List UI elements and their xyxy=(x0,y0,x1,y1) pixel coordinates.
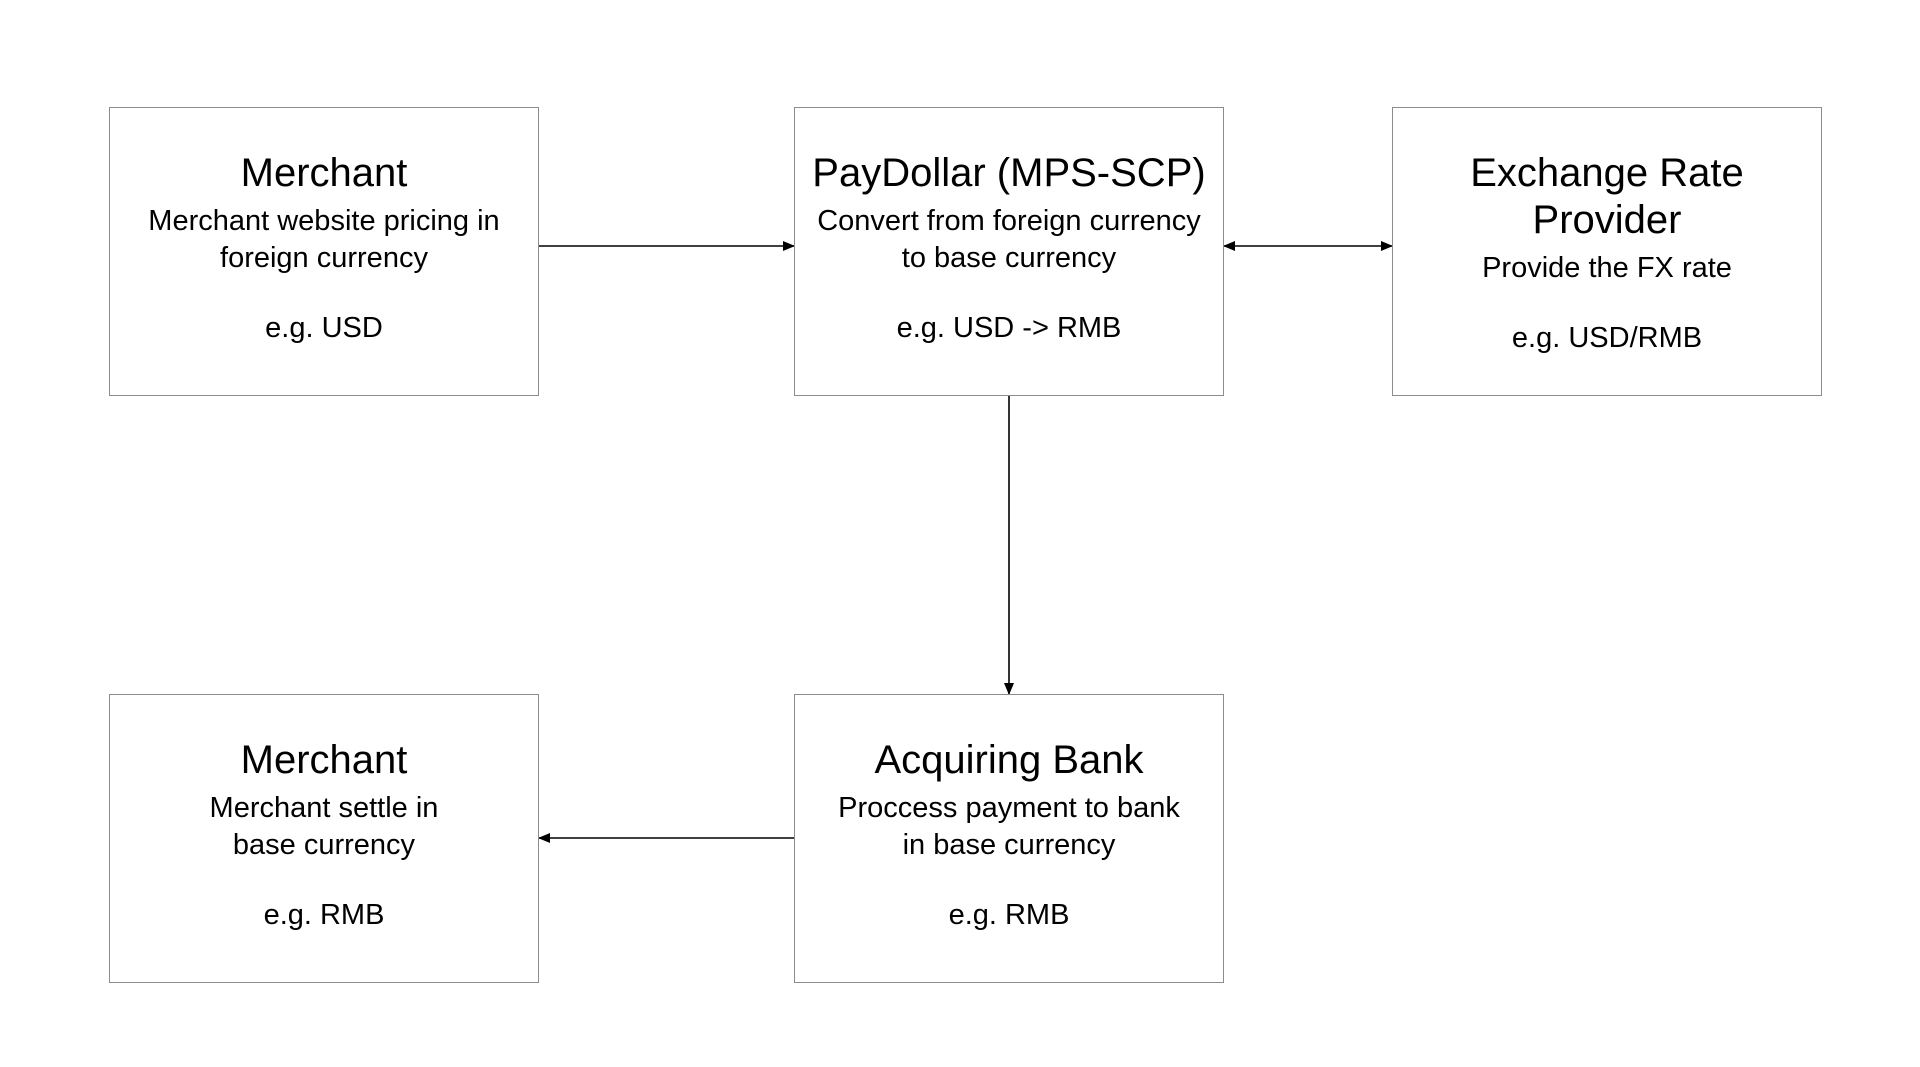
node-title-line: Exchange Rate xyxy=(1470,151,1744,195)
node-description-line: Proccess payment to bank xyxy=(838,792,1180,824)
node-exchange-rate-provider: Exchange Rate Provider Provide the FX ra… xyxy=(1392,107,1822,396)
node-title: PayDollar (MPS-SCP) xyxy=(812,151,1206,195)
node-merchant-top: Merchant Merchant website pricing in for… xyxy=(109,107,539,396)
node-acquiring-bank: Acquiring Bank Proccess payment to bank … xyxy=(794,694,1224,983)
node-description-line: Merchant website pricing in xyxy=(148,205,500,237)
node-description-line: to base currency xyxy=(901,242,1117,274)
node-title: Merchant xyxy=(240,738,408,782)
node-description: Merchant website pricing in foreign curr… xyxy=(148,203,499,277)
node-title: Exchange Rate Provider xyxy=(1470,150,1744,244)
node-description: Convert from foreign currency to base cu… xyxy=(817,203,1201,277)
node-description: Merchant settle in base currency xyxy=(210,790,439,864)
node-description-line: Merchant settle in xyxy=(209,792,439,824)
node-description-line: base currency xyxy=(232,829,416,861)
node-description: Proccess payment to bank in base currenc… xyxy=(838,790,1180,864)
node-description-line: in base currency xyxy=(902,829,1116,861)
node-title: Acquiring Bank xyxy=(874,738,1144,782)
node-paydollar: PayDollar (MPS-SCP) Convert from foreign… xyxy=(794,107,1224,396)
node-description: Provide the FX rate xyxy=(1482,250,1732,287)
node-example: e.g. USD xyxy=(265,312,383,344)
node-example: e.g. USD/RMB xyxy=(1511,322,1703,354)
node-title-line: Provider xyxy=(1532,198,1682,242)
node-merchant-bottom: Merchant Merchant settle in base currenc… xyxy=(109,694,539,983)
node-description-line: Provide the FX rate xyxy=(1482,252,1732,284)
node-description-line: foreign currency xyxy=(220,242,428,274)
node-title: Merchant xyxy=(240,151,408,195)
node-example: e.g. USD -> RMB xyxy=(896,312,1122,344)
node-description-line: Convert from foreign currency xyxy=(817,205,1201,237)
node-example: e.g. RMB xyxy=(263,899,385,931)
node-example: e.g. RMB xyxy=(948,899,1070,931)
